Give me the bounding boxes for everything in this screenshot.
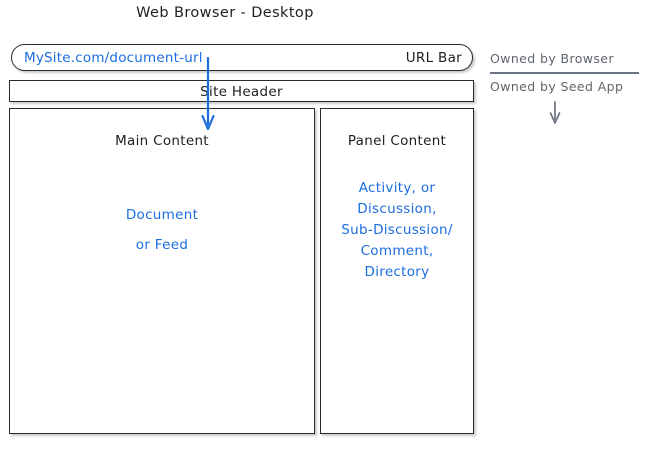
legend-arrow-down-icon	[549, 101, 561, 124]
panel-content-line: Sub-Discussion/	[341, 222, 453, 238]
panel-content-line: Discussion,	[357, 201, 437, 217]
main-content-box	[9, 108, 315, 434]
url-bar[interactable]	[11, 44, 473, 71]
legend-divider	[490, 72, 639, 74]
main-content-line: Document	[125, 207, 199, 223]
page-title: Web Browser - Desktop	[136, 5, 314, 21]
legend-owned-by-browser: Owned by Browser	[490, 51, 614, 66]
panel-content-box	[320, 108, 474, 434]
url-bar-label: URL Bar	[405, 50, 462, 66]
main-content-body: Document or Feed	[9, 200, 315, 260]
panel-content-heading: Panel Content	[347, 133, 447, 149]
panel-content-line: Directory	[364, 264, 430, 280]
url-input-value[interactable]: MySite.com/document-url	[24, 50, 203, 66]
panel-content-line: Comment,	[360, 243, 434, 259]
main-content-line: or Feed	[135, 237, 189, 253]
main-content-heading: Main Content	[115, 133, 209, 149]
panel-content-line: Activity, or	[358, 180, 436, 196]
site-header-label: Site Header	[200, 84, 283, 100]
panel-content-body: Activity, or Discussion, Sub-Discussion/…	[320, 178, 474, 283]
legend-owned-by-seed-app: Owned by Seed App	[490, 79, 624, 94]
site-header-box	[9, 80, 474, 102]
